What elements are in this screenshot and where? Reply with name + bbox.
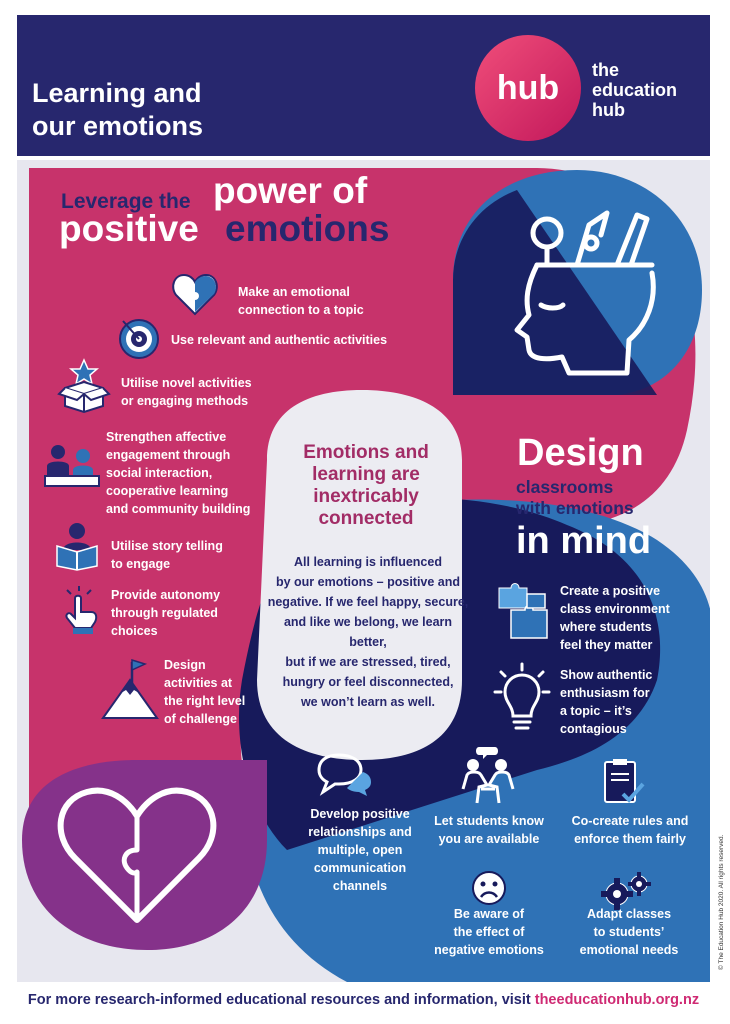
heading-positive: positive — [59, 208, 199, 249]
bottom-item-text-2: Co-create rules and enforce them fairly — [571, 814, 689, 846]
clipboard-check-icon — [604, 759, 645, 803]
footer: For more research-informed educational r… — [17, 992, 710, 1008]
heading-in-mind: in mind — [516, 520, 652, 562]
speech-bubbles-icon — [317, 753, 371, 796]
heading-power: power of — [213, 170, 368, 211]
left-item-text-6: Design activities at the right level of … — [164, 658, 246, 726]
footer-text: For more research-informed educational r… — [27, 992, 535, 1008]
left-item-text-3: Strengthen affective engagement through … — [106, 430, 251, 516]
star-box-icon — [57, 358, 111, 414]
right-item-text-0: Create a positive class environment wher… — [560, 584, 670, 652]
purple-heart-blob — [22, 760, 267, 950]
brand-name: the education hub — [592, 60, 678, 120]
left-item-text-4: Utilise story telling to engage — [111, 539, 223, 571]
conversation-icon — [461, 747, 515, 804]
page-title: Learning and our emotions — [32, 78, 204, 141]
center-title: Emotions and learning are inextricably c… — [303, 442, 429, 529]
hub-logo-icon: hub — [475, 35, 581, 141]
reading-person-icon — [56, 523, 98, 571]
footer-link[interactable]: theeducationhub.org.nz — [534, 992, 700, 1008]
target-icon — [119, 319, 159, 359]
heading-classrooms: classrooms with emotions — [516, 477, 634, 518]
right-item-text-1: Show authentic enthusiasm for a topic – … — [560, 668, 653, 736]
left-item-text-1: Use relevant and authentic activities — [171, 333, 388, 347]
background-shapes — [22, 168, 710, 982]
bottom-item-text-4: Adapt classes to students’ emotional nee… — [579, 907, 679, 957]
people-table-icon — [44, 445, 100, 487]
bottom-item-text-3: Be aware of the effect of negative emoti… — [434, 907, 544, 957]
sad-face-icon — [472, 871, 506, 905]
center-body: All learning is influenced by our emotio… — [267, 555, 469, 709]
svg-text:hub: hub — [497, 69, 559, 107]
heading-design: Design — [517, 432, 644, 474]
head-shape-dark — [453, 190, 657, 395]
gears-icon — [601, 872, 651, 910]
puzzle-pieces-icon — [498, 583, 548, 639]
mountain-flag-icon — [101, 658, 159, 719]
pointing-hand-icon — [65, 586, 98, 634]
copyright-notice: © The Education Hub 2020. All rights res… — [718, 834, 725, 970]
heading-emotions: emotions — [225, 208, 390, 249]
left-item-text-0: Make an emotional connection to a topic — [238, 285, 364, 317]
left-item-text-5: Provide autonomy through regulated choic… — [111, 588, 221, 638]
center-pill — [257, 390, 462, 760]
bottom-item-text-0: Develop positive relationships and multi… — [308, 807, 412, 893]
head-tools-icon — [514, 210, 656, 376]
heart-puzzle-icon — [172, 273, 218, 316]
lightbulb-icon — [493, 662, 551, 730]
bottom-item-text-1: Let students know you are available — [434, 814, 544, 846]
left-item-text-2: Utilise novel activities or engaging met… — [121, 376, 252, 408]
heading-leverage: Leverage the — [61, 190, 191, 213]
infographic-panel: Leverage the power of positive emotions … — [17, 160, 710, 982]
header-banner: Learning and our emotions hub the educat… — [17, 15, 710, 156]
big-heart-puzzle-icon — [57, 787, 217, 923]
